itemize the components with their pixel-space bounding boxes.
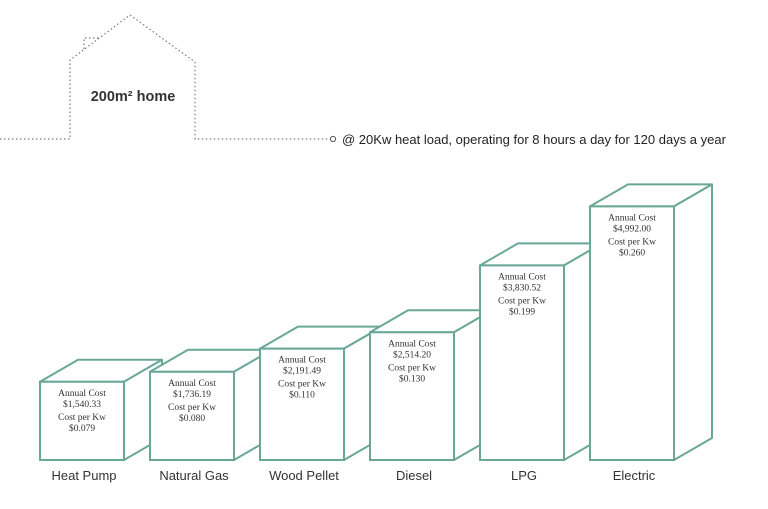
cost-per-kw-value: $0.260	[619, 247, 645, 258]
heat-load-note: @ 20Kw heat load, operating for 8 hours …	[342, 132, 727, 147]
bar-front-face	[259, 347, 345, 461]
annual-cost-value: $4,992.00	[613, 223, 651, 234]
bar-front-face	[479, 264, 565, 461]
cost-per-kw-value: $0.199	[509, 306, 535, 317]
cost-per-kw-label: Cost per Kw	[58, 413, 106, 423]
category-label: Wood Pellet	[269, 468, 339, 483]
bar-front-face	[369, 331, 455, 461]
bar-front-face	[39, 380, 125, 462]
cost-per-kw-label: Cost per Kw	[498, 296, 546, 306]
cost-per-kw-label: Cost per Kw	[168, 403, 216, 413]
bar-side-face	[673, 183, 713, 461]
annual-cost-value: $2,514.20	[393, 349, 431, 360]
cost-per-kw-label: Cost per Kw	[608, 237, 656, 247]
category-label: LPG	[511, 468, 537, 483]
house-outline	[0, 14, 337, 143]
annual-cost-label: Annual Cost	[168, 379, 216, 389]
annual-cost-value: $1,736.19	[173, 389, 211, 400]
cost-per-kw-value: $0.110	[289, 390, 315, 401]
annual-cost-value: $1,540.33	[63, 399, 101, 410]
annual-cost-label: Annual Cost	[278, 356, 326, 366]
annual-cost-label: Annual Cost	[388, 339, 436, 349]
cost-per-kw-value: $0.080	[179, 413, 205, 424]
annual-cost-label: Annual Cost	[58, 389, 106, 399]
cost-per-kw-value: $0.079	[69, 423, 95, 434]
category-label: Heat Pump	[51, 468, 116, 483]
cost-per-kw-label: Cost per Kw	[278, 380, 326, 390]
category-label: Electric	[613, 468, 656, 483]
home-size-label: 200m² home	[91, 89, 176, 105]
cost-per-kw-value: $0.130	[399, 373, 425, 384]
bar-front-face	[589, 205, 675, 461]
annual-cost-label: Annual Cost	[498, 272, 546, 282]
category-label: Natural Gas	[159, 468, 229, 483]
category-label: Diesel	[396, 468, 432, 483]
annual-cost-value: $2,191.49	[283, 366, 321, 377]
annual-cost-value: $3,830.52	[503, 282, 541, 293]
annual-cost-label: Annual Cost	[608, 213, 656, 223]
bar-front-face	[149, 370, 235, 461]
cost-per-kw-label: Cost per Kw	[388, 363, 436, 373]
